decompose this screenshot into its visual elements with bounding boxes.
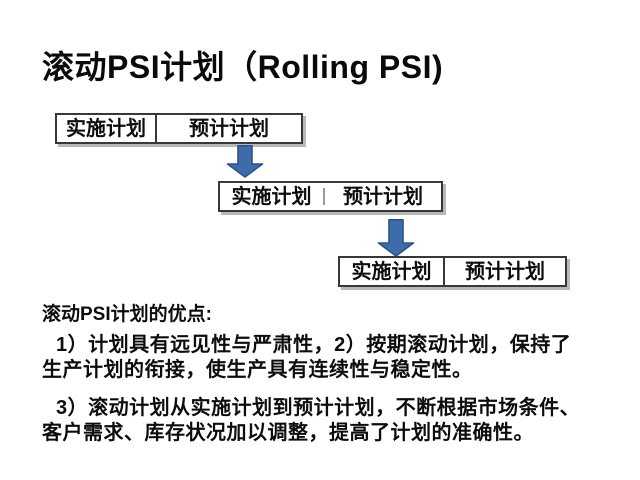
down-arrow-icon xyxy=(377,219,415,257)
plan-box-1-divider xyxy=(155,115,157,142)
plan-box-1: 实施计划 预计计划 xyxy=(55,113,303,144)
plan-box-1-implementation-label: 实施计划 xyxy=(66,117,146,140)
slide-title: 滚动PSI计划（Rolling PSI) xyxy=(42,49,444,85)
advantages-heading: 滚动PSI计划的优点: xyxy=(42,304,212,325)
plan-box-3: 实施计划 预计计划 xyxy=(338,256,567,287)
plan-box-2-forecast-label: 预计计划 xyxy=(343,185,423,208)
plan-box-2-divider xyxy=(323,188,325,205)
advantage-point-3: 3）滚动计划从实施计划到预计计划，不断根据市场条件、 客户需求、库存状况加以调整… xyxy=(42,397,581,444)
advantage-point-1-2: 1）计划具有远见性与严肃性，2）按期滚动计划，保持了 生产计划的衔接，使生产具有… xyxy=(42,334,572,381)
plan-box-2: 实施计划 预计计划 xyxy=(218,181,443,212)
plan-box-1-forecast-label: 预计计划 xyxy=(189,117,269,140)
plan-box-3-divider xyxy=(443,258,445,285)
plan-box-3-forecast-label: 预计计划 xyxy=(465,260,545,283)
plan-box-2-implementation-label: 实施计划 xyxy=(231,185,312,208)
plan-box-3-implementation-label: 实施计划 xyxy=(351,260,432,283)
down-arrow-icon xyxy=(226,145,264,178)
